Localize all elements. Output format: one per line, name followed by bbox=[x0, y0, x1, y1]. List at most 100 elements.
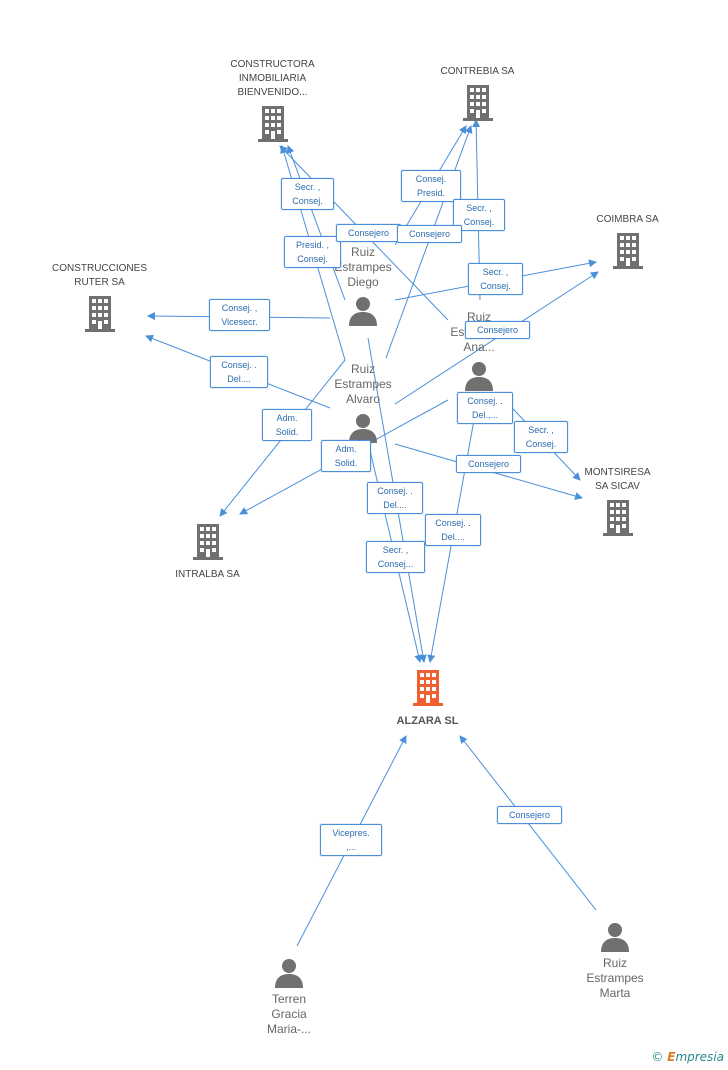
person-icon bbox=[275, 959, 303, 988]
edge-label[interactable]: Consej. .Del.... bbox=[367, 482, 423, 514]
edge-label-line: Secr. , bbox=[528, 425, 554, 435]
company-label-line: INMOBILIARIA bbox=[238, 73, 307, 84]
edge-label[interactable]: Consej. . Del.,... bbox=[457, 392, 513, 424]
person-label-line: Ruiz bbox=[602, 956, 627, 970]
company-label-line: CONTREBIA SA bbox=[440, 66, 515, 77]
edge-label-line: ,... bbox=[345, 842, 356, 852]
company-node-montsiresa[interactable]: MONTSIRESA SA SICAV bbox=[565, 466, 670, 540]
edge-label[interactable]: Presid. , Consej. bbox=[284, 236, 341, 268]
edge-label[interactable]: Vicepres.,... bbox=[320, 824, 382, 856]
company-node-intralba[interactable]: INTRALBA SA bbox=[155, 524, 260, 582]
brand-name: mpresia bbox=[675, 1050, 724, 1064]
copyright-symbol: © bbox=[651, 1050, 664, 1064]
edge-label[interactable]: Consejero bbox=[465, 321, 530, 339]
edge-label-line: Consej. , bbox=[221, 303, 258, 313]
edge-label-line: Consej. . bbox=[467, 396, 503, 406]
person-label-line: Diego bbox=[347, 275, 379, 289]
edge-label-line: Consej. bbox=[415, 174, 447, 184]
edge-label-line: Consej. bbox=[463, 217, 495, 227]
edge-diego-constructora bbox=[286, 145, 346, 301]
edge-label-line: Vicepres. bbox=[332, 828, 370, 838]
person-node-diego[interactable]: Ruiz Estrampes Diego bbox=[322, 245, 404, 330]
edge-label[interactable]: Consejero bbox=[456, 455, 521, 473]
edge-label-line: Consejero bbox=[347, 228, 390, 238]
person-label-line: Terren bbox=[271, 992, 306, 1006]
building-icon bbox=[462, 85, 493, 121]
edge-label[interactable]: Secr. ,Consej... bbox=[366, 541, 425, 573]
company-label-line: RUTER SA bbox=[74, 277, 125, 288]
person-label-line: Estrampes bbox=[334, 377, 392, 391]
edge-label[interactable]: Consej. . Del.... bbox=[425, 514, 481, 546]
person-label-line: Ruiz bbox=[350, 362, 375, 376]
person-node-terren[interactable]: Terren Gracia Maria-... bbox=[248, 958, 330, 1037]
edge-label-line: Adm. bbox=[276, 413, 298, 423]
person-label-line: Ana... bbox=[463, 340, 495, 354]
edge-label[interactable]: Adm. Solid. bbox=[262, 409, 312, 441]
edge-label-line: Consejero bbox=[476, 325, 519, 335]
edge-label-line: Del.... bbox=[227, 374, 251, 384]
building-icon bbox=[602, 500, 633, 536]
company-node-contrebia[interactable]: CONTREBIA SA bbox=[420, 65, 535, 125]
edge-label-line: Consej. bbox=[292, 196, 323, 206]
building-icon bbox=[412, 670, 443, 706]
edge-label-line: Consej. . bbox=[435, 518, 471, 528]
edge-label-line: Consej. bbox=[297, 254, 328, 264]
person-label-line: Marta bbox=[599, 986, 631, 1000]
person-label-line: Estrampes bbox=[334, 260, 392, 274]
edge-label[interactable]: Consejero bbox=[497, 806, 562, 824]
edge-label-line: Solid. bbox=[334, 458, 358, 468]
edge-label-line: Consejero bbox=[467, 459, 510, 469]
edge-label-line: Secr. , bbox=[482, 267, 509, 277]
edge-label[interactable]: Secr. , Consej. bbox=[468, 263, 523, 295]
building-icon bbox=[257, 106, 288, 142]
edge-label[interactable]: Consej. ,Vicesecr. bbox=[209, 299, 270, 331]
edge-label-line: Del.... bbox=[441, 532, 465, 542]
person-label-line: Gracia bbox=[271, 1007, 307, 1021]
edge-label-line: Consej. bbox=[525, 439, 557, 449]
edge-label-line: Presid. bbox=[416, 188, 445, 198]
edge-label-line: Adm. bbox=[335, 444, 357, 454]
brand-initial: E bbox=[667, 1050, 676, 1064]
person-icon bbox=[601, 923, 629, 952]
person-node-marta[interactable]: Ruiz Estrampes Marta bbox=[574, 922, 656, 1001]
company-label-line: INTRALBA SA bbox=[175, 569, 240, 580]
edge-label-line: Consej. . bbox=[221, 360, 257, 370]
edge-label-line: Consej. bbox=[480, 281, 511, 291]
person-icon bbox=[349, 297, 377, 326]
edge-label[interactable]: Consejero bbox=[336, 224, 401, 242]
edge-label[interactable]: Consej. . Del.... bbox=[210, 356, 268, 388]
edge-label-line: Solid. bbox=[275, 427, 299, 437]
edge-label[interactable]: Adm. Solid. bbox=[321, 440, 371, 472]
company-node-ruter[interactable]: CONSTRUCCIONES RUTER SA bbox=[42, 262, 157, 336]
company-label-line: CONSTRUCCIONES bbox=[51, 263, 147, 274]
building-icon bbox=[612, 233, 643, 269]
edge-label-line: Del.... bbox=[383, 500, 407, 510]
company-label-line: COIMBRA SA bbox=[596, 214, 659, 225]
person-node-alvaro[interactable]: Ruiz Estrampes Alvaro bbox=[322, 362, 404, 447]
edge-label-line: Secr. , bbox=[382, 545, 409, 555]
company-node-coimbra[interactable]: COIMBRA SA bbox=[575, 213, 680, 273]
company-label-line: MONTSIRESA bbox=[584, 467, 651, 478]
building-icon bbox=[84, 296, 115, 332]
building-icon bbox=[192, 524, 223, 560]
person-label-line: Maria-... bbox=[266, 1022, 311, 1036]
person-label-line: Ruiz bbox=[350, 245, 375, 259]
edge-label-line: Del.,... bbox=[471, 410, 498, 420]
person-label-line: Ruiz bbox=[466, 310, 491, 324]
edge-label-line: Consejero bbox=[508, 810, 551, 820]
person-label-line: Alvaro bbox=[345, 392, 380, 406]
person-icon bbox=[349, 414, 377, 443]
edge-label[interactable]: Consejero bbox=[397, 225, 462, 243]
company-node-alzara[interactable]: ALZARA SL bbox=[375, 670, 480, 728]
company-node-constructora[interactable]: CONSTRUCTORA INMOBILIARIA BIENVENIDO... bbox=[215, 58, 330, 146]
edge-label[interactable]: Consej. Presid. bbox=[401, 170, 461, 202]
company-label-line: ALZARA SL bbox=[396, 715, 459, 727]
edge-label[interactable]: Secr. ,Consej. bbox=[281, 178, 334, 210]
edge-label-line: Presid. , bbox=[295, 240, 329, 250]
edge-label-line: Consejero bbox=[408, 229, 451, 239]
person-icon bbox=[465, 362, 493, 391]
edge-label[interactable]: Secr. , Consej. bbox=[514, 421, 568, 453]
person-label-line: Estrampes bbox=[586, 971, 644, 985]
company-label-line: CONSTRUCTORA bbox=[230, 59, 315, 70]
